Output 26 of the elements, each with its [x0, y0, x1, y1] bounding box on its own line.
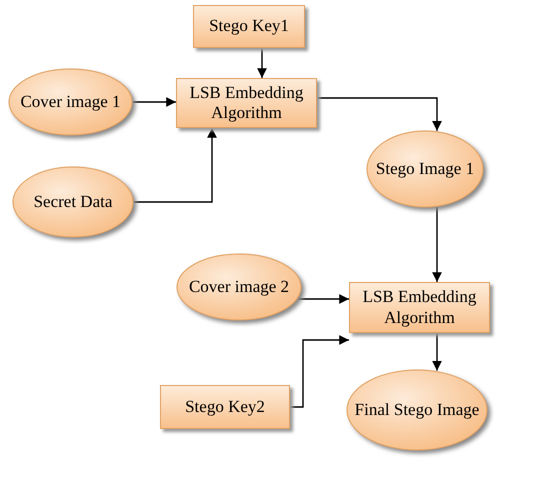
node-label: Cover image 2: [188, 276, 290, 298]
data-ellipse: [176, 253, 302, 321]
data-ellipse: [346, 369, 488, 451]
arrow: [432, 207, 442, 282]
arrow: [257, 48, 267, 78]
node-label: Stego Image 1: [374, 158, 476, 180]
arrow: [134, 128, 217, 203]
node-label: LSB Embedding Algorithm: [188, 82, 304, 124]
arrow: [432, 333, 442, 371]
node-label: Cover image 1: [19, 92, 122, 112]
process-box: [160, 385, 290, 429]
node-label: Final Stego Image: [354, 400, 480, 420]
node-label: Stego Key2: [184, 396, 266, 418]
node-label: LSB Embedding Algorithm: [362, 287, 478, 328]
process-box: [349, 282, 490, 333]
arrow: [298, 294, 349, 304]
data-ellipse: [12, 166, 134, 238]
data-ellipse: [366, 130, 484, 208]
arrow: [133, 97, 176, 107]
process-box: [193, 5, 305, 48]
data-ellipse: [8, 68, 133, 136]
node-label: Stego Key1: [208, 16, 290, 37]
arrow: [290, 335, 349, 408]
arrow: [317, 97, 442, 131]
node-label: Secret Data: [32, 192, 114, 212]
process-box: [176, 78, 317, 128]
